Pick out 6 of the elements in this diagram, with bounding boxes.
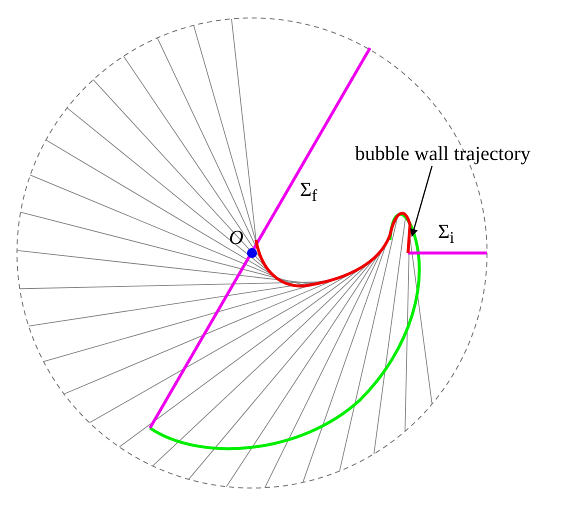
- surface-label: Σ$_{f}$: [300, 180, 318, 205]
- point-label: O: [229, 228, 244, 248]
- callout-text: bubble wall trajectory: [355, 144, 530, 164]
- trajectory-curve: [254, 212, 412, 288]
- surface-label: Σ$_{i}$: [438, 222, 454, 247]
- leader-line: [410, 166, 433, 237]
